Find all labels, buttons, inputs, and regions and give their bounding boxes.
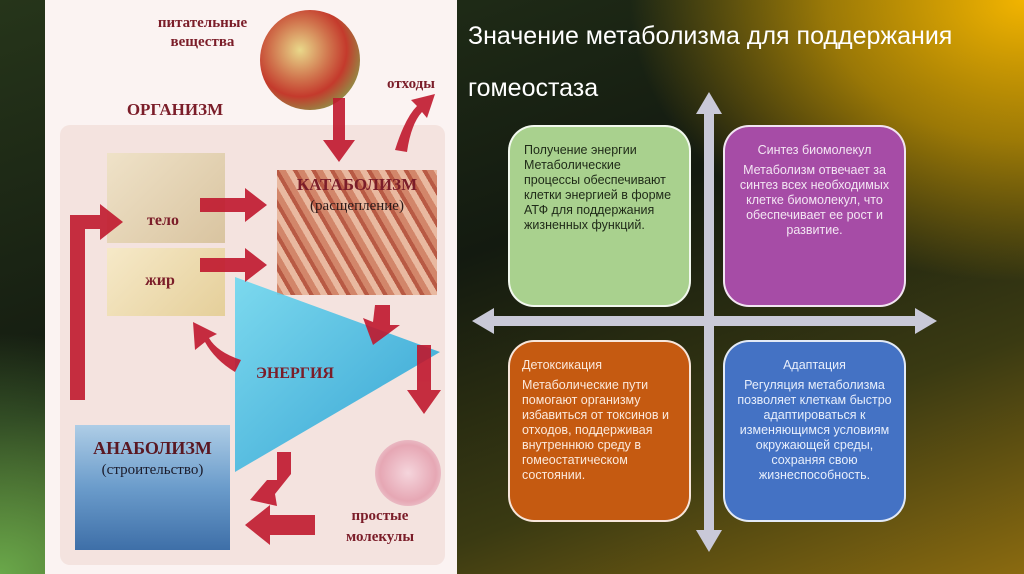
metabolism-illustration: питательные вещества отходы ОРГАНИЗМ тел… xyxy=(45,0,457,574)
quadrant-detox-heading: Детоксикация xyxy=(522,358,602,372)
simple-molecules-label: простые молекулы xyxy=(345,508,415,545)
catabolism-sublabel: (расщепление) xyxy=(310,198,404,214)
quadrant-adaptation: Адаптация Регуляция метаболизма позволяе… xyxy=(723,340,906,522)
anabolism-label: АНАБОЛИЗМ xyxy=(93,438,212,458)
quadrant-axes xyxy=(472,92,937,552)
quadrant-synthesis-heading: Синтез биомолекул xyxy=(757,143,872,157)
arrow-catabolism-energy xyxy=(363,305,400,345)
nutrients-label: питательные вещества xyxy=(157,15,248,50)
arrow-body-catabolism xyxy=(200,188,267,222)
anabolism-image xyxy=(75,425,230,550)
waste-label: отходы xyxy=(387,76,435,92)
quadrant-detox-text: Метаболические пути помогают организму и… xyxy=(522,378,669,482)
arrow-energy-body xyxy=(193,322,241,372)
catabolism-image xyxy=(277,170,437,295)
fat-label: жир xyxy=(145,272,175,289)
arrow-molecules-anabolism xyxy=(245,505,315,545)
arrow-waste-up xyxy=(395,94,435,152)
catabolism-label: КАТАБОЛИЗМ xyxy=(296,175,418,194)
arrow-fat-catabolism xyxy=(200,248,267,282)
quadrant-adaptation-text: Регуляция метаболизма позволяет клеткам … xyxy=(737,378,892,482)
organism-label: ОРГАНИЗМ xyxy=(126,100,224,119)
energy-label: ЭНЕРГИЯ xyxy=(256,365,334,382)
body-label: тело xyxy=(147,212,179,229)
arrow-nutrients-down xyxy=(323,98,355,162)
slide-title: Значение метаболизма для поддержания гом… xyxy=(468,22,953,102)
quadrant-adaptation-heading: Адаптация xyxy=(783,358,846,372)
quadrant-synthesis-text: Метаболизм отвечает за синтез всех необх… xyxy=(739,163,890,237)
arrow-right-down xyxy=(407,345,441,414)
quadrant-energy: Получение энергии Метаболические процесс… xyxy=(508,125,691,307)
quadrant-energy-text: Метаболические процессы обеспечивают кле… xyxy=(524,158,672,232)
anabolism-sublabel: (строительство) xyxy=(101,462,204,478)
energy-triangle xyxy=(235,277,440,472)
quadrant-synthesis: Синтез биомолекул Метаболизм отвечает за… xyxy=(723,125,906,307)
simple-molecules-image xyxy=(375,440,441,506)
nutrients-image xyxy=(260,10,360,110)
quadrant-energy-heading: Получение энергии xyxy=(524,143,637,157)
diagram-arrows xyxy=(70,94,441,545)
arrow-loop-left xyxy=(70,204,123,400)
quadrant-detox: Детоксикация Метаболические пути помогаю… xyxy=(508,340,691,522)
arrow-energy-anabolism xyxy=(250,452,291,506)
